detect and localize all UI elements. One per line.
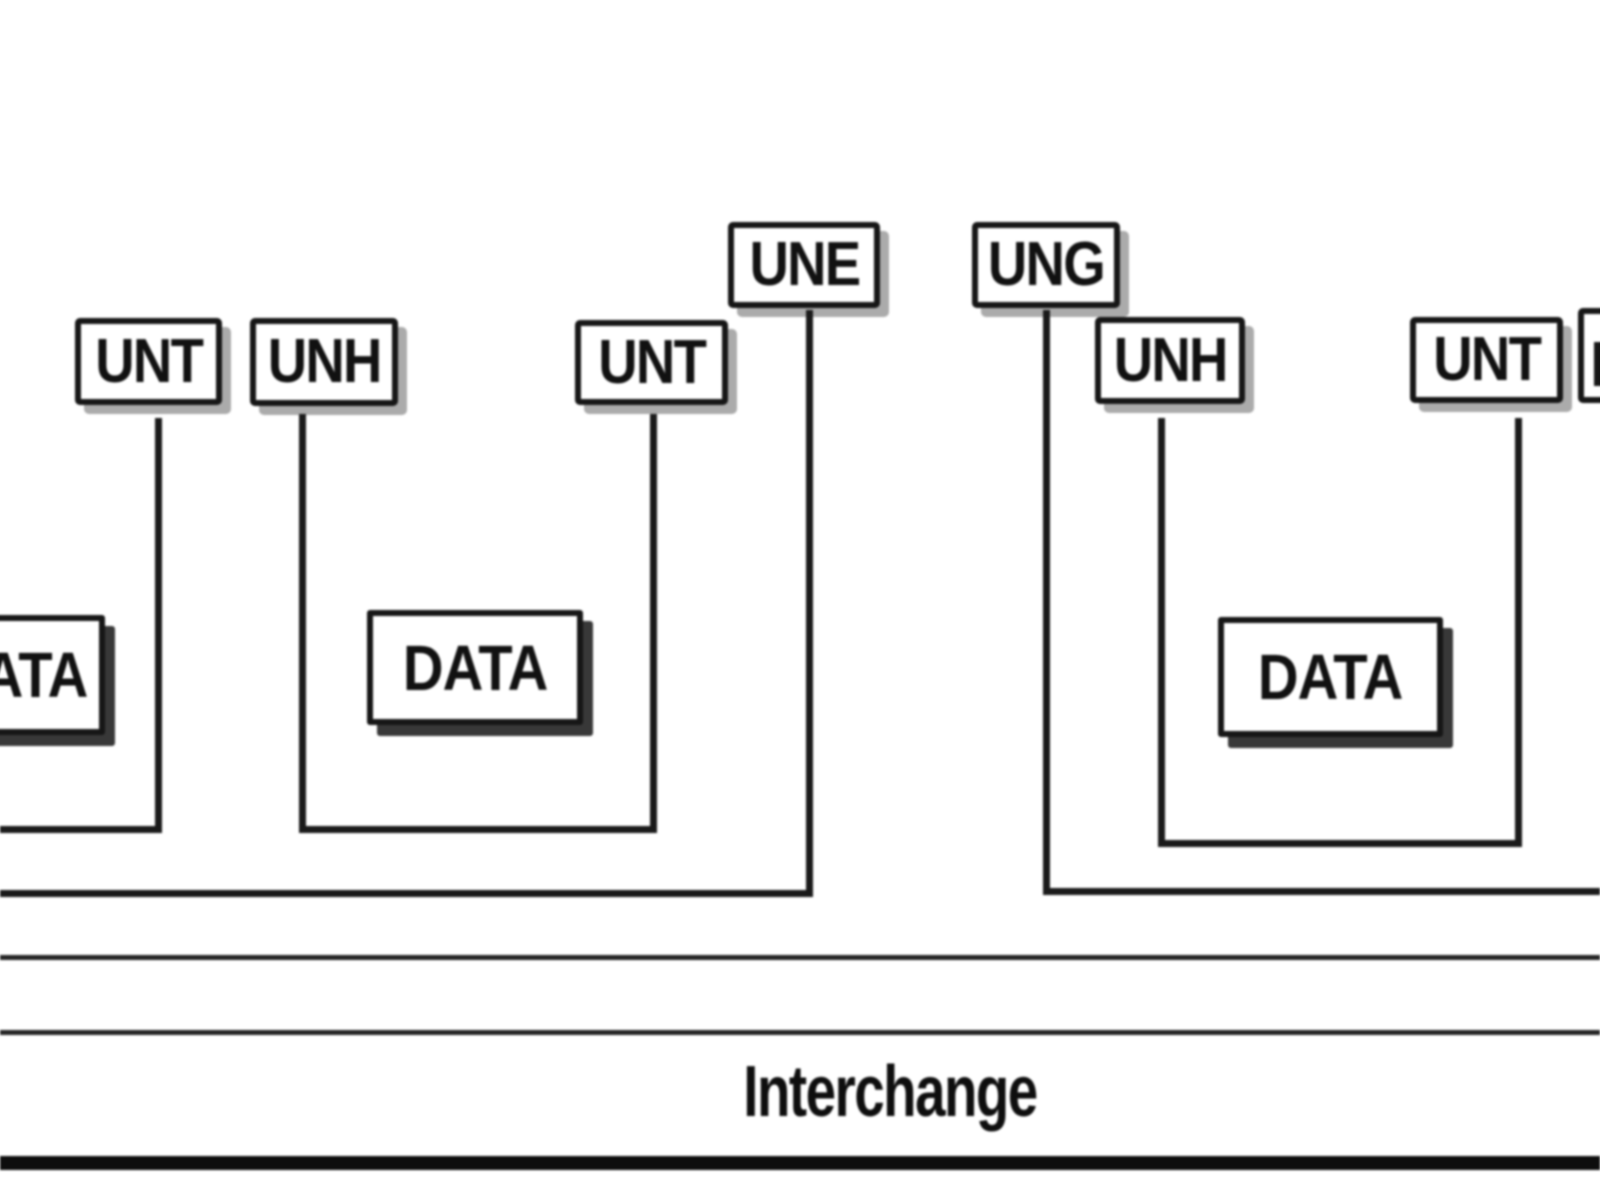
- data-box-right: DATA: [1218, 617, 1443, 737]
- segment-box-unt-1: UNT: [75, 318, 222, 405]
- data-box-middle: DATA: [367, 610, 583, 725]
- message2-unh-vertical-line: [299, 414, 306, 833]
- group1-une-vertical-line: [806, 310, 813, 897]
- group2-bracket-bottom-line: [1043, 888, 1600, 895]
- segment-box-unh-1: UNH: [250, 318, 398, 406]
- segment-box-unh-2: UNH: [1095, 317, 1245, 404]
- segment-box-une: UNE: [728, 222, 880, 308]
- bottom-thick-rule: [0, 1156, 1600, 1170]
- data-box-label: DATA: [402, 631, 548, 704]
- segment-box-label: UNG: [988, 230, 1106, 299]
- segment-box-unt-2: UNT: [575, 320, 728, 405]
- group1-bracket-bottom-line: [0, 890, 813, 897]
- segment-box-label: UNT: [598, 327, 707, 397]
- group2-ung-vertical-line: [1043, 310, 1050, 895]
- band-rule-upper: [0, 955, 1600, 960]
- segment-box-partial-right: [1578, 308, 1600, 403]
- data-box-partial-left: DATA: [0, 615, 105, 735]
- interchange-label: Interchange: [743, 1052, 1038, 1132]
- message2-bracket-bottom-line: [299, 826, 657, 833]
- message3-unh-vertical-line: [1158, 418, 1165, 847]
- message3-bracket-bottom-line: [1158, 840, 1522, 847]
- message1-vertical-line: [155, 418, 162, 833]
- segment-box-unt-3: UNT: [1410, 317, 1563, 403]
- segment-box-label: UNT: [95, 326, 204, 396]
- message2-unt-vertical-line: [650, 414, 657, 833]
- data-box-label: DATA: [1258, 641, 1403, 713]
- data-box-label: DATA: [0, 639, 88, 711]
- segment-box-ung: UNG: [972, 222, 1120, 308]
- segment-box-label: UNE: [749, 230, 861, 299]
- segment-box-label: UNH: [267, 327, 383, 396]
- letter-fragment: [1594, 342, 1600, 386]
- message1-bracket-bottom-line: [0, 826, 162, 833]
- message3-unt-vertical-line: [1515, 418, 1522, 847]
- segment-box-label: UNT: [1433, 325, 1542, 394]
- band-rule-lower: [0, 1030, 1600, 1035]
- segment-box-label: UNH: [1113, 325, 1229, 395]
